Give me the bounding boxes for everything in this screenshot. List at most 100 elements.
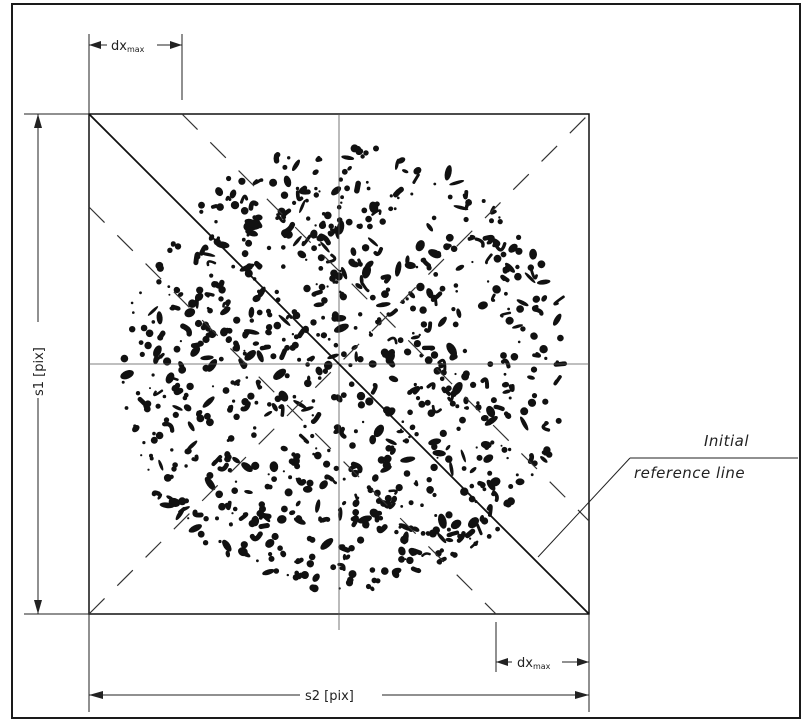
speckle-dot — [361, 420, 365, 424]
speckle-dot — [451, 307, 456, 312]
speckle-dot — [132, 311, 135, 314]
speckle-dot — [147, 306, 159, 316]
speckle-dot — [481, 199, 486, 203]
speckle-dot — [406, 556, 414, 565]
speckle-dot — [403, 438, 410, 444]
dx-top-label: dxmax — [111, 39, 145, 54]
speckle-dot — [480, 414, 489, 422]
speckle-dot — [190, 346, 201, 357]
speckle-dot — [354, 493, 360, 500]
speckle-dot — [390, 499, 395, 504]
speckle-dot — [350, 247, 357, 257]
speckle-dot — [184, 448, 192, 455]
speckle-dot — [282, 164, 288, 170]
speckle-dot — [401, 169, 409, 174]
speckle-dot — [204, 412, 211, 420]
speckle-dot — [200, 355, 214, 361]
speckle-dot — [447, 194, 453, 200]
speckle-dot — [282, 354, 285, 357]
speckle-dot — [256, 309, 263, 316]
speckle-dot — [365, 180, 369, 184]
speckle-dot — [533, 307, 544, 316]
speckle-dot — [412, 331, 415, 335]
speckle-dot — [539, 345, 548, 354]
speckle-dot — [500, 352, 507, 359]
speckle-dot — [173, 286, 181, 294]
speckle-dot — [135, 391, 141, 396]
speckle-dot — [490, 477, 501, 487]
speckle-dot — [544, 356, 548, 360]
speckle-dot — [202, 396, 215, 408]
speckle-dot — [508, 396, 512, 400]
speckle-dot — [218, 458, 223, 463]
speckle-dot — [149, 456, 154, 461]
speckle-dot — [377, 456, 386, 464]
speckle-dot — [468, 517, 479, 529]
speckle-dot — [315, 156, 323, 163]
speckle-dot — [281, 264, 286, 269]
speckle-dot — [315, 499, 321, 513]
speckle-dot — [298, 433, 310, 444]
speckle-dot — [401, 420, 405, 424]
speckle-dot — [225, 336, 232, 344]
speckle-dot — [357, 536, 365, 544]
speckle-dot — [445, 511, 453, 519]
speckle-dot — [333, 342, 339, 348]
speckle-dot — [199, 209, 204, 214]
speckle-dot — [310, 411, 322, 425]
speckle-dot — [225, 195, 232, 201]
speckle-dot — [396, 157, 406, 164]
speckle-dot — [375, 498, 382, 504]
speckle-dot — [330, 228, 333, 232]
speckle-dot — [532, 295, 541, 303]
speckle-dot — [445, 233, 454, 242]
speckle-dot — [544, 420, 549, 425]
speckle-dot — [507, 447, 512, 452]
speckle-dot — [495, 526, 500, 532]
speckle-dot — [188, 524, 202, 533]
speckle-dot — [226, 175, 232, 182]
dx-bottom-arrow-left — [496, 658, 508, 666]
speckle-dot — [398, 556, 405, 563]
speckle-dot — [178, 506, 190, 513]
speckle-dot — [452, 321, 459, 328]
speckle-dot — [341, 351, 347, 358]
s2-arrow-right — [575, 691, 589, 699]
speckle-dot — [198, 201, 205, 209]
speckle-dot — [529, 248, 538, 260]
speckle-dot — [281, 505, 288, 513]
speckle-dot — [248, 306, 255, 318]
speckle-dot — [490, 440, 495, 445]
speckle-dot — [333, 465, 339, 472]
speckle-dot — [389, 194, 393, 198]
speckle-dot — [266, 245, 272, 251]
speckle-dot — [320, 332, 328, 339]
speckle-dot — [468, 495, 476, 503]
speckle-dot — [368, 331, 372, 334]
speckle-dot — [259, 344, 272, 351]
speckle-dot — [515, 473, 519, 477]
speckle-dot — [277, 545, 283, 551]
speckle-dot — [425, 531, 431, 536]
speckle-dot — [361, 207, 368, 214]
speckle-dot — [317, 254, 325, 262]
speckle-dot — [374, 489, 381, 497]
speckle-dot — [194, 319, 203, 328]
speckle-dot — [456, 531, 466, 543]
speckle-dot — [273, 368, 287, 380]
speckle-dot — [291, 159, 301, 172]
speckle-dot — [497, 219, 503, 225]
speckle-dot — [232, 399, 236, 403]
speckle-dot — [292, 235, 302, 247]
speckle-dot — [410, 305, 416, 312]
speckle-dot — [397, 196, 400, 200]
speckle-dot — [155, 403, 161, 409]
speckle-dot — [295, 500, 301, 507]
speckle-dot — [306, 560, 314, 568]
speckle-dot — [171, 384, 177, 392]
speckle-dot — [369, 567, 376, 573]
speckle-dot — [226, 439, 230, 442]
speckle-dot — [231, 512, 234, 515]
speckle-dot — [404, 261, 416, 270]
speckle-dot — [184, 464, 188, 468]
